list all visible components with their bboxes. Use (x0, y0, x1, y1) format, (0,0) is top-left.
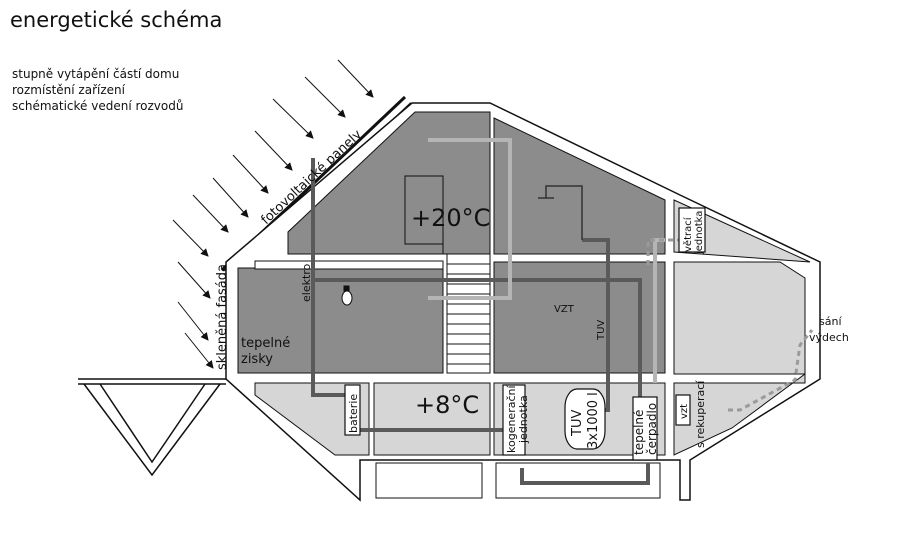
subtitle-line: stupně vytápění částí domu (12, 67, 180, 81)
vent-unit-label-1: větrací (682, 216, 694, 252)
exhaust-label: výdech (809, 331, 849, 344)
battery-label: baterie (347, 394, 360, 433)
lamp-icon (341, 285, 353, 306)
tuv-label: TUV (596, 320, 607, 341)
subtitle-list: stupně vytápění částí domu rozmístění za… (12, 66, 183, 114)
temp-lower: +8°C (415, 391, 479, 419)
gains-label-1: tepelné (241, 336, 290, 351)
temp-upper: +20°C (411, 204, 490, 232)
gains-label-2: zisky (241, 352, 273, 367)
heating-pipes (311, 158, 650, 485)
facade-label: skleněná fasáda (215, 264, 230, 370)
recuperation-label: s rekuperací (694, 380, 707, 448)
pump-label-1: tepelné (632, 410, 646, 455)
subtitle-line: rozmístění zařízení (12, 83, 125, 97)
tank-label-2: 3x1000 l (586, 392, 601, 449)
page-title: energetické schéma (10, 8, 223, 32)
vzt-small-label: vzt (679, 404, 690, 419)
vent-unit-label-2: jednotka (694, 211, 705, 255)
subtitle-line: schématické vedení rozvodů (12, 99, 184, 113)
foundations (375, 462, 661, 499)
floor-slab (254, 260, 444, 270)
elektro-label: elektro (300, 263, 313, 302)
sun-rays (172, 59, 374, 369)
equipment (344, 207, 706, 461)
shower-icon (538, 185, 583, 240)
cogen-label-2: jednotka (517, 395, 530, 444)
cogen-label-1: kogenerační (505, 385, 518, 453)
staircase (446, 253, 491, 374)
ground-structure (78, 378, 234, 477)
tank-label-1: TUV (570, 410, 585, 437)
pump-label-2: čerpadlo (645, 403, 659, 455)
air-duct (646, 238, 814, 412)
vzt-label: VZT (554, 304, 575, 315)
intake-label: sání (819, 315, 842, 328)
